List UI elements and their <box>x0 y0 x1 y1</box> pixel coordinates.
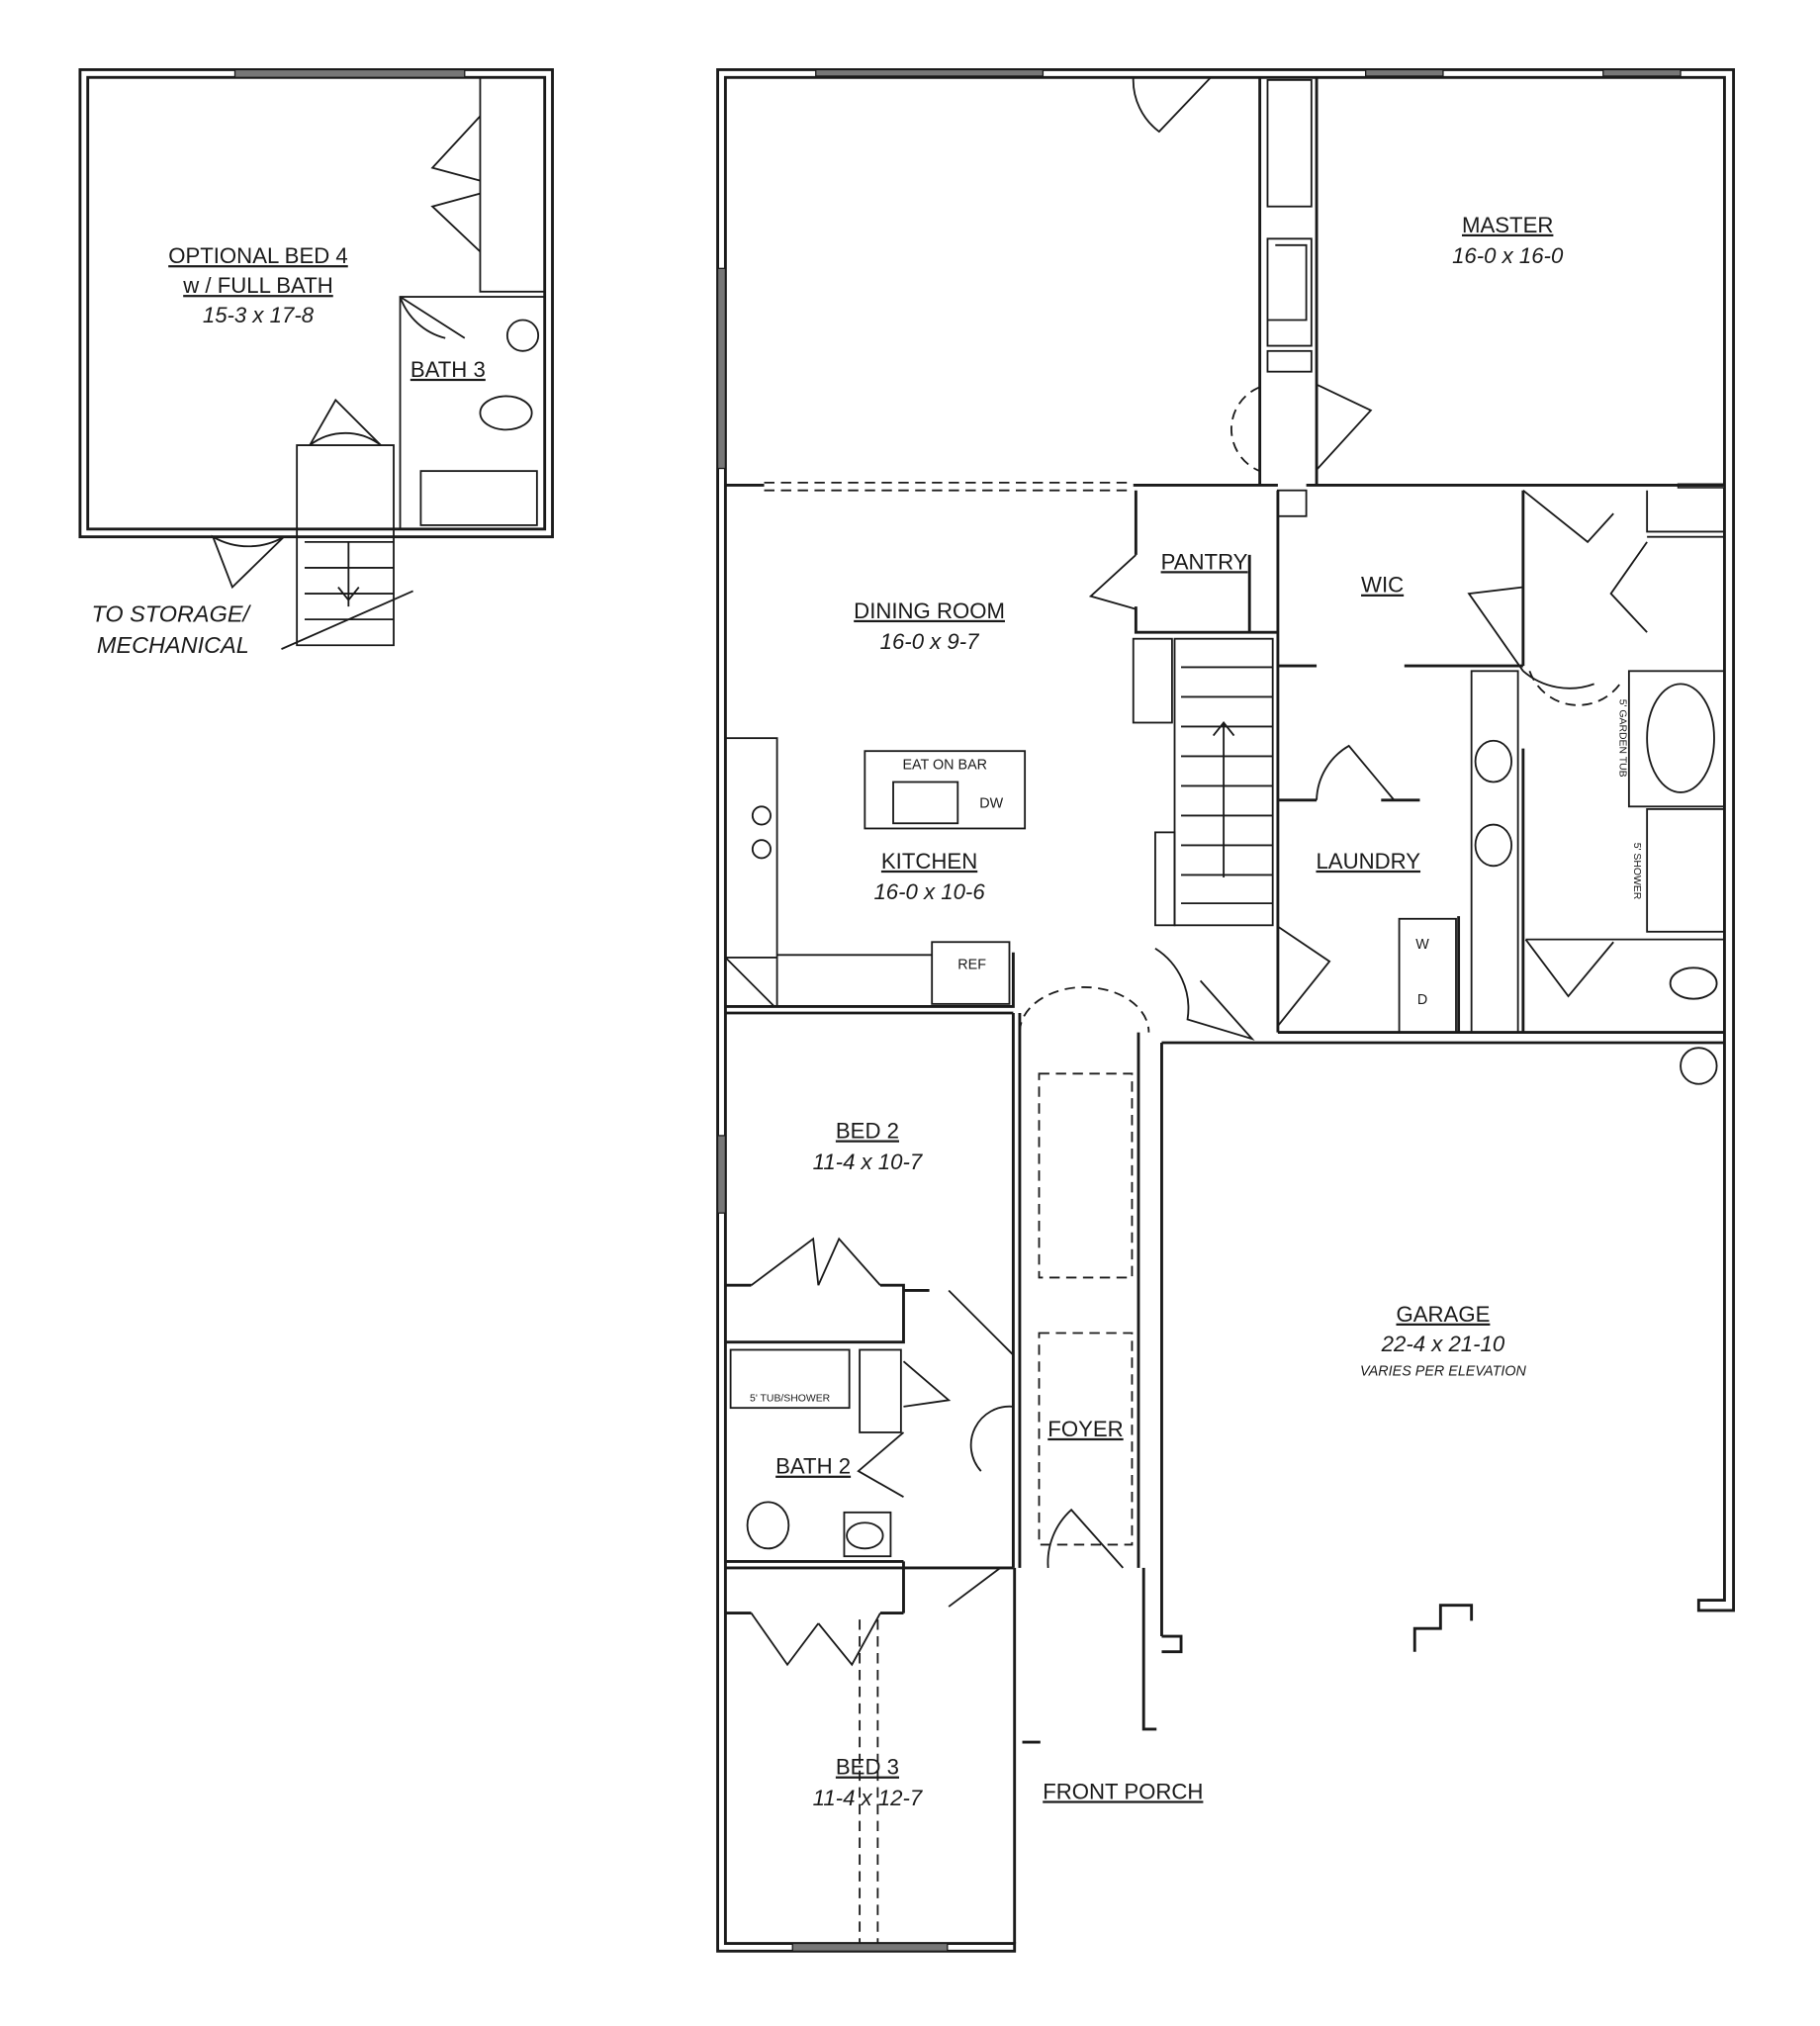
stair-well <box>296 444 395 647</box>
tub-icon <box>419 470 538 526</box>
front-porch-label: FRONT PORCH <box>1043 1779 1203 1803</box>
sink-icon <box>505 319 540 352</box>
foyer-label: FOYER <box>1047 1417 1123 1441</box>
toilet-room-door <box>1524 938 1725 998</box>
dining-dim: 16-0 x 9-7 <box>880 629 981 654</box>
bed3-dim: 11-4 x 12-7 <box>813 1786 924 1810</box>
window <box>1365 68 1444 77</box>
pantry-label: PANTRY <box>1161 549 1248 574</box>
toilet-icon <box>746 1501 790 1550</box>
media-niche <box>1266 78 1313 208</box>
bed3-label: BED 3 <box>836 1755 899 1780</box>
foyer-rug <box>1038 1072 1134 1279</box>
tub-shower-label: 5' TUB/SHOWER <box>750 1394 831 1405</box>
eat-on-bar <box>864 750 1027 830</box>
storage-note-1: TO STORAGE/ <box>91 601 251 627</box>
sink-icon <box>1474 823 1513 868</box>
rear-door <box>1132 76 1212 134</box>
refrigerator <box>931 941 1011 1005</box>
front-door <box>1046 1508 1125 1569</box>
bed2-label: BED 2 <box>836 1119 899 1144</box>
kitchen-counter <box>724 737 778 959</box>
bed2-closet-door <box>750 1237 881 1286</box>
bed3-divider-option <box>859 1619 879 1944</box>
toilet-icon <box>479 395 533 431</box>
shower <box>1646 807 1726 933</box>
stairs-icon <box>304 540 395 621</box>
shower-label: 5' SHOWER <box>1631 843 1642 900</box>
window <box>815 68 1045 77</box>
garden-tub-label: 5' GARDEN TUB <box>1617 699 1628 778</box>
window <box>1602 68 1682 77</box>
pantry-door <box>1088 554 1137 610</box>
closet-door <box>430 115 482 253</box>
kitchen-dim: 16-0 x 10-6 <box>873 879 985 904</box>
kitchen-sink-icon <box>892 781 959 825</box>
kitchen-label: KITCHEN <box>881 849 977 874</box>
tub-icon <box>1646 683 1715 793</box>
window <box>716 1135 727 1214</box>
storage-note-2: MECHANICAL <box>97 632 249 658</box>
bed4-dim: 15-3 x 17-8 <box>203 303 315 327</box>
wic-label: WIC <box>1361 573 1404 598</box>
wic-door <box>1316 744 1396 801</box>
linen-door <box>1609 541 1648 633</box>
eat-on-bar-label: EAT ON BAR <box>902 757 987 773</box>
dryer-label: D <box>1417 992 1427 1008</box>
bed4-sub-label: w / FULL BATH <box>182 273 333 298</box>
bath2-label: BATH 2 <box>775 1454 851 1479</box>
bath2-door <box>857 1360 952 1498</box>
master-dim: 16-0 x 16-0 <box>1452 243 1564 268</box>
toilet-icon <box>1669 967 1718 1000</box>
washer-label: W <box>1415 937 1429 953</box>
bath-door <box>1467 586 1594 690</box>
stairs <box>1173 637 1274 927</box>
stair-break-line <box>281 590 413 650</box>
range-burner <box>751 839 772 860</box>
vanity <box>843 1511 892 1558</box>
dining-opening <box>764 481 1134 492</box>
dishwasher-label: DW <box>979 796 1003 812</box>
laundry-label: LAUNDRY <box>1316 849 1420 874</box>
wic-bath-door <box>1522 489 1614 544</box>
master-door-swing <box>1230 386 1260 472</box>
storage-door <box>211 534 285 590</box>
window <box>791 1942 949 1952</box>
sink-icon <box>846 1521 884 1550</box>
garden-tub <box>1627 670 1726 808</box>
bath3-label: BATH 3 <box>410 357 486 382</box>
fireplace-icon <box>1266 237 1313 347</box>
master-label: MASTER <box>1462 213 1553 237</box>
garage-door <box>1154 948 1255 1041</box>
foyer-rug <box>1038 1332 1134 1546</box>
range-burner <box>751 805 772 826</box>
closet <box>479 76 546 293</box>
window <box>716 267 727 470</box>
master-door <box>1316 383 1373 471</box>
laundry-door <box>1277 925 1331 1027</box>
bath3-room <box>399 296 546 530</box>
water-heater-icon <box>1680 1047 1718 1085</box>
bed2-dim: 11-4 x 10-7 <box>813 1150 924 1174</box>
foyer-arch <box>1019 986 1150 1033</box>
sink-icon <box>1474 739 1513 783</box>
garage-dim: 22-4 x 21-10 <box>1381 1332 1505 1356</box>
hearth <box>1266 349 1313 373</box>
upper-floor-plan: OPTIONAL BED 4 w / FULL BATH 15-3 x 17-8… <box>78 68 554 658</box>
dining-label: DINING ROOM <box>854 599 1005 623</box>
stair-door <box>309 398 382 446</box>
refrigerator-label: REF <box>957 958 986 973</box>
garage-label: GARAGE <box>1397 1302 1491 1327</box>
bed3-closet-door <box>750 1612 881 1667</box>
main-floor-plan: 5' GARDEN TUB 5' SHOWER W D EAT ON BAR D… <box>716 68 1736 1953</box>
bath3-door <box>399 296 466 339</box>
hall-closet-door <box>948 1289 1015 1608</box>
linen-closet <box>859 1348 902 1433</box>
tub-shower <box>729 1348 851 1410</box>
window <box>233 68 466 78</box>
stairs-icon <box>1181 666 1273 905</box>
garage-note: VARIES PER ELEVATION <box>1360 1364 1527 1380</box>
bed4-label: OPTIONAL BED 4 <box>168 243 348 268</box>
